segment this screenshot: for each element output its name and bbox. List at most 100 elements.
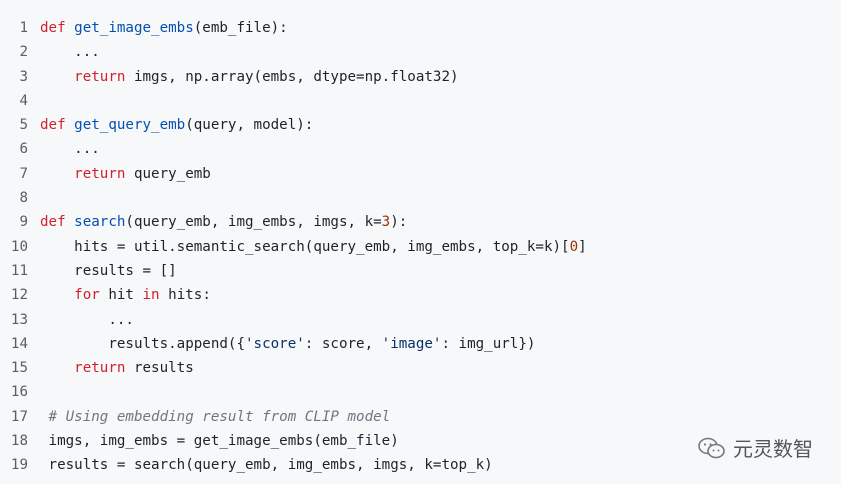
code-text: return query_emb: [28, 162, 211, 186]
code-token: imgs, np.array(embs, dtype=np.float32): [125, 68, 459, 85]
line-number: 10: [10, 238, 28, 255]
code-token: # Using embedding result from CLIP model: [40, 408, 391, 425]
line-number: 8: [19, 190, 28, 207]
code-token: : score,: [304, 335, 382, 352]
line-number: 19: [10, 457, 28, 474]
code-token: hits = util.semantic_search(query_emb, i…: [40, 238, 570, 255]
code-text: ...: [28, 308, 134, 332]
code-token: ...: [40, 44, 100, 61]
code-text: results = []: [28, 259, 177, 283]
line-number: 18: [10, 433, 28, 450]
code-text: def search(query_emb, img_embs, imgs, k=…: [28, 210, 407, 234]
code-token: 3: [381, 214, 391, 231]
code-token: hit: [99, 287, 143, 304]
code-token: in: [142, 287, 160, 304]
line-number: 5: [19, 117, 28, 134]
code-token: hits:: [159, 287, 211, 304]
code-token: results = search(query_emb, img_embs, im…: [40, 457, 493, 474]
line-number: 1: [19, 20, 28, 36]
line-number: 2: [19, 44, 28, 61]
code-token: [66, 214, 75, 230]
watermark: 元灵数智: [697, 433, 813, 462]
code-text: ...: [28, 137, 100, 161]
line-number: 3: [19, 68, 28, 85]
code-line: 3 return imgs, np.array(embs, dtype=np.f…: [0, 65, 841, 89]
code-token: (query_emb, img_embs, imgs, k=: [125, 214, 382, 231]
code-token: [66, 20, 75, 36]
code-token: 'score': [245, 335, 305, 352]
code-text: [28, 89, 40, 113]
code-token: get_query_emb: [74, 117, 186, 134]
code-line: 8: [0, 186, 841, 210]
code-line: 16: [0, 380, 841, 404]
code-line: 19 results = search(query_emb, img_embs,…: [0, 453, 841, 477]
line-number: 9: [19, 214, 28, 231]
code-token: [40, 287, 74, 303]
code-token: ...: [40, 141, 100, 158]
code-line: 12 for hit in hits:: [0, 283, 841, 307]
line-number: 16: [10, 384, 28, 401]
code-line: 2 ...: [0, 40, 841, 64]
code-token: return: [74, 360, 126, 377]
code-token: (query, model):: [185, 117, 314, 134]
line-number: 14: [10, 335, 28, 352]
code-token: def: [40, 214, 66, 231]
code-text: results = search(query_emb, img_embs, im…: [28, 453, 493, 477]
line-number: 4: [19, 92, 28, 109]
code-token: ):: [390, 214, 408, 231]
code-line: 13 ...: [0, 308, 841, 332]
code-token: 0: [569, 238, 579, 255]
code-token: : img_url}): [441, 335, 536, 352]
code-token: get_image_embs: [74, 20, 194, 36]
code-token: query_emb: [125, 165, 211, 182]
code-token: results = []: [40, 262, 177, 279]
line-number: 6: [19, 141, 28, 158]
code-text: ...: [28, 40, 100, 64]
code-line: 10 hits = util.semantic_search(query_emb…: [0, 235, 841, 259]
code-text: return results: [28, 356, 194, 380]
code-text: results.append({'score': score, 'image':…: [28, 332, 535, 356]
code-token: imgs, img_embs = get_image_embs(emb_file…: [40, 433, 399, 450]
line-number: 15: [10, 360, 28, 377]
code-token: results.append({: [40, 335, 245, 352]
code-token: [40, 360, 74, 376]
code-line: 17 # Using embedding result from CLIP mo…: [0, 405, 841, 429]
code-text: for hit in hits:: [28, 283, 211, 307]
code-token: return: [74, 165, 126, 182]
line-number: 7: [19, 165, 28, 182]
code-token: for: [74, 287, 100, 304]
code-text: imgs, img_embs = get_image_embs(emb_file…: [28, 429, 399, 453]
code-line: 4: [0, 89, 841, 113]
code-text: def get_query_emb(query, model):: [28, 113, 313, 137]
line-number: 17: [10, 408, 28, 425]
code-token: def: [40, 117, 66, 134]
code-text: def get_image_embs(emb_file):: [28, 16, 288, 40]
code-token: ...: [40, 311, 134, 328]
code-text: # Using embedding result from CLIP model: [28, 405, 391, 429]
code-line: 6 ...: [0, 137, 841, 161]
code-token: [40, 166, 74, 182]
code-line: 7 return query_emb: [0, 162, 841, 186]
code-line: 11 results = []: [0, 259, 841, 283]
wechat-icon: [698, 437, 725, 458]
line-number: 12: [10, 287, 28, 304]
code-token: 'image': [381, 335, 442, 352]
code-token: search: [74, 214, 126, 231]
code-text: [28, 380, 40, 404]
code-token: return: [74, 68, 126, 85]
watermark-text: 元灵数智: [733, 437, 813, 461]
code-line: 15 return results: [0, 356, 841, 380]
code-line: 18 imgs, img_embs = get_image_embs(emb_f…: [0, 429, 841, 453]
code-token: [40, 69, 74, 85]
code-line: 14 results.append({'score': score, 'imag…: [0, 332, 841, 356]
code-token: def: [40, 20, 66, 36]
code-text: [28, 186, 40, 210]
code-text: return imgs, np.array(embs, dtype=np.flo…: [28, 65, 459, 89]
code-token: results: [125, 360, 194, 377]
line-number: 13: [10, 311, 28, 328]
code-token: ]: [578, 238, 587, 255]
